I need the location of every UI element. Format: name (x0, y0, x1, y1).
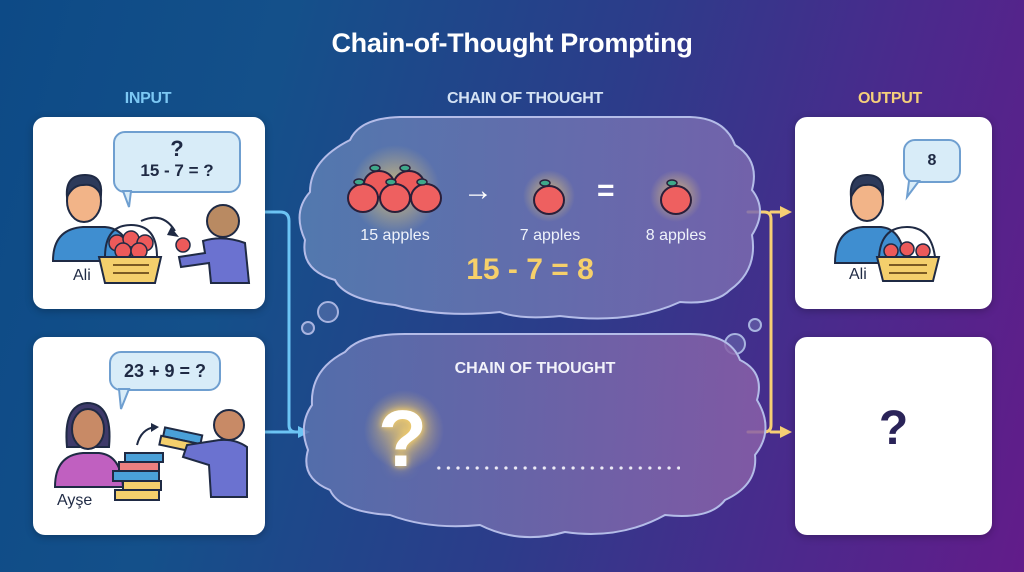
person-name: Ali (849, 266, 867, 283)
arrow-operator: → (463, 174, 493, 207)
person-ali-output-icon (833, 173, 941, 282)
bubble-question: 15 - 7 = ? (140, 161, 214, 180)
person-name: Ayşe (57, 492, 93, 509)
dotted-line (434, 466, 680, 470)
answer-bubble: 8 (903, 139, 961, 183)
apple-icon (660, 179, 692, 215)
equation: 15 - 7 = 8 (466, 253, 594, 286)
step-label: 7 apples (519, 227, 581, 244)
person-ayse-icon (53, 388, 248, 501)
bubble-question-mark: ? (170, 136, 184, 161)
step-label: 8 apples (645, 227, 707, 244)
output-card-answer: 8 Ali (795, 117, 992, 309)
input-card-ali: ? 15 - 7 = ? Ali (33, 117, 265, 309)
column-label-chain-of-thought: CHAIN OF THOUGHT (446, 90, 604, 107)
apple-icon (533, 179, 565, 215)
person-ali-icon (51, 173, 251, 284)
question-mark-icon: ? (878, 402, 909, 455)
cloud-title: CHAIN OF THOUGHT (454, 360, 616, 377)
question-mark-icon: ? (378, 394, 427, 483)
equals-operator: = (597, 174, 615, 207)
person-name: Ali (73, 267, 91, 284)
input-card-ayse: 23 + 9 = ? Ayşe (33, 337, 265, 535)
speech-bubble: ? 15 - 7 = ? (113, 131, 241, 193)
column-label-input: INPUT (124, 90, 172, 107)
speech-bubble: 23 + 9 = ? (109, 351, 221, 391)
step-label: 15 apples (360, 227, 430, 244)
output-card-unknown: ? (795, 337, 992, 535)
apples-group-icon (347, 164, 442, 213)
page-title: Chain-of-Thought Prompting (331, 28, 693, 58)
column-label-output: OUTPUT (858, 90, 922, 107)
